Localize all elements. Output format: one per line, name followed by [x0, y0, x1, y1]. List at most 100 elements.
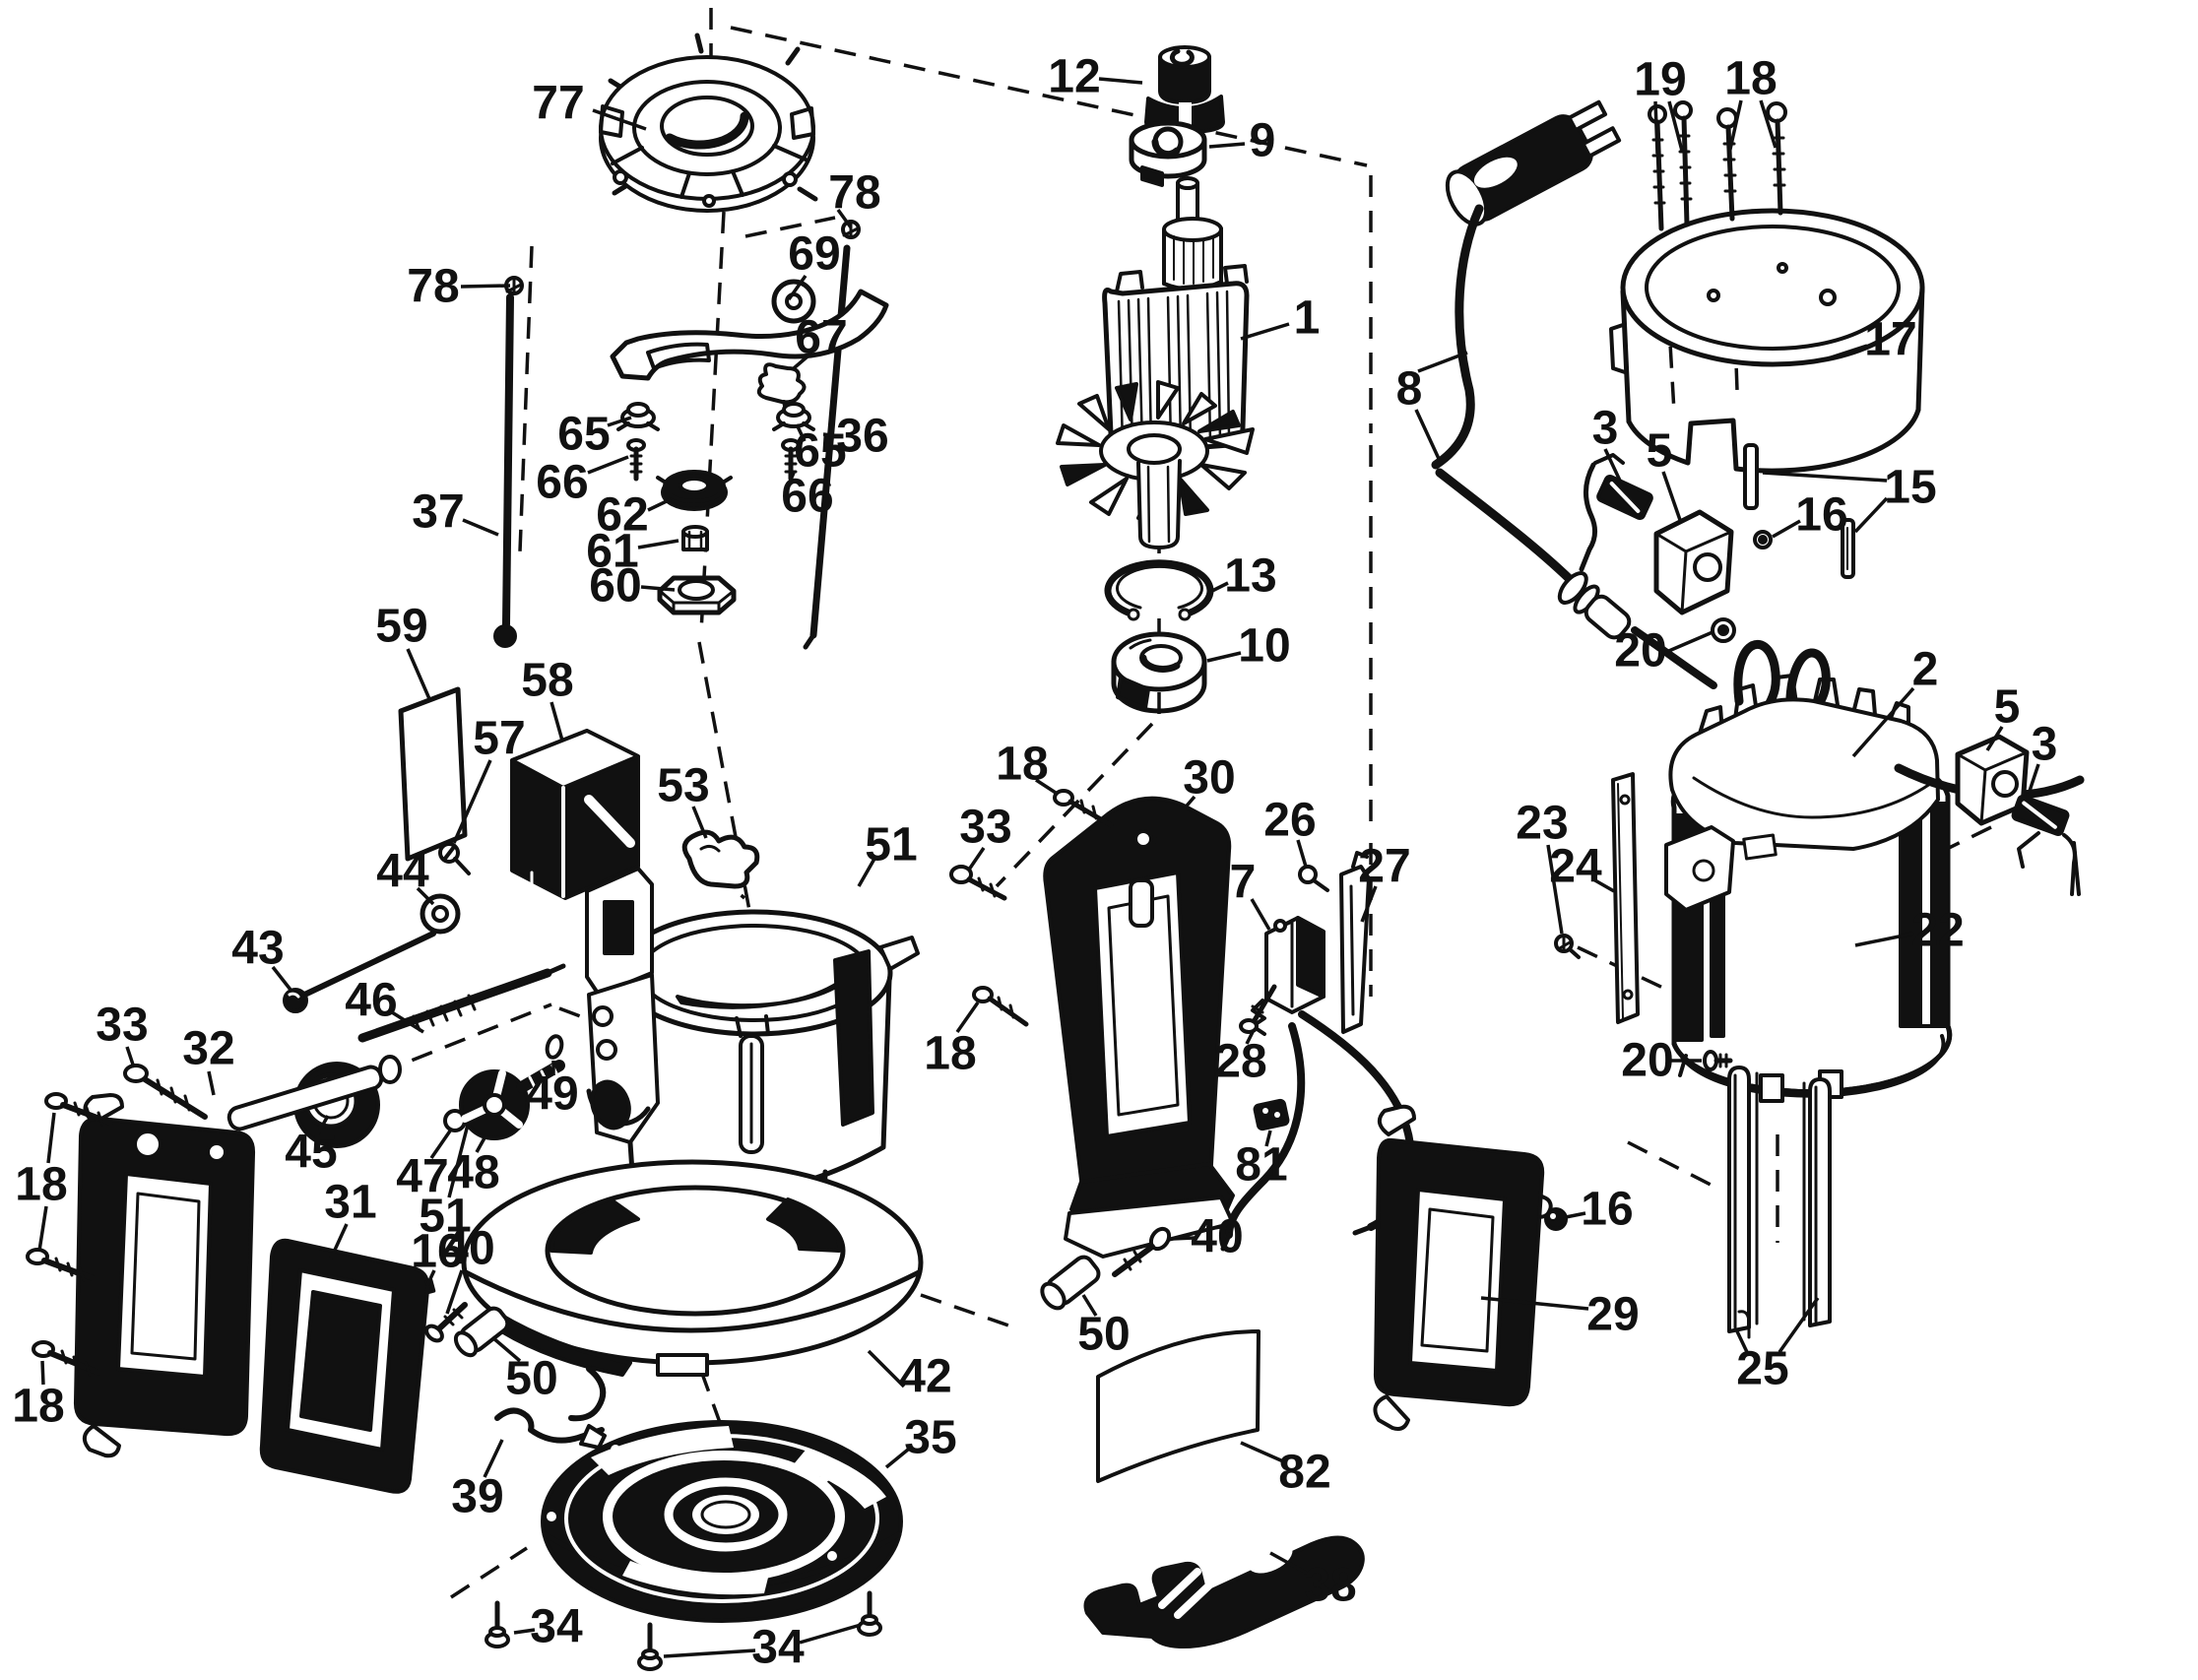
part-18-screw-mid-center	[972, 986, 1029, 1027]
leader-line-16	[1772, 519, 1801, 539]
part-label-40: 40	[442, 1223, 494, 1275]
leader-line-19	[1667, 100, 1684, 152]
leader-line-48	[475, 1133, 488, 1153]
part-label-3: 3	[1592, 403, 1619, 455]
leader-line-45	[316, 1115, 330, 1134]
part-label-34: 34	[751, 1622, 805, 1674]
leader-line-32	[207, 1070, 216, 1096]
leader-line-67	[792, 355, 809, 370]
leader-line-15	[1762, 471, 1888, 483]
part-59-label-plate	[398, 686, 468, 862]
part-label-26: 26	[1263, 795, 1316, 847]
leader-line-34	[663, 1648, 756, 1658]
part-label-49: 49	[526, 1068, 578, 1121]
part-label-57: 57	[473, 713, 525, 765]
part-3-brush-right	[2011, 794, 2081, 896]
part-34-screws	[485, 1590, 882, 1671]
part-label-51: 51	[865, 819, 917, 872]
part-15-pins	[1743, 443, 1855, 579]
part-35-sub-base	[541, 1420, 903, 1623]
part-label-81: 81	[1235, 1139, 1287, 1192]
part-16-screw-top-right	[1753, 530, 1773, 549]
part-42-base-housing	[461, 867, 924, 1377]
part-label-27: 27	[1358, 841, 1410, 893]
part-label-18: 18	[15, 1159, 67, 1211]
part-8-cord-set	[1431, 99, 1717, 689]
leader-line-18	[1759, 99, 1778, 149]
part-label-29: 29	[1586, 1289, 1639, 1341]
part-label-13: 13	[1224, 550, 1276, 603]
leader-line-77	[592, 108, 647, 131]
part-label-78: 78	[407, 261, 459, 313]
part-20-screw-bottom	[1703, 1050, 1733, 1071]
leader-line-7	[1250, 898, 1271, 931]
part-31-handle-cap	[259, 1238, 430, 1494]
leader-line-61	[637, 539, 679, 549]
part-label-18: 18	[12, 1381, 64, 1433]
part-48-clamp-knob	[459, 1060, 565, 1140]
part-label-1: 1	[1294, 292, 1321, 345]
part-66-screw-right	[781, 438, 801, 482]
part-10-bearing-bottom	[1111, 631, 1207, 714]
part-label-20: 20	[1614, 625, 1666, 678]
leader-line-18	[46, 1112, 56, 1164]
part-12-collet-nut	[1144, 45, 1225, 134]
part-77-mounting-ring	[599, 32, 818, 213]
part-label-38: 38	[1304, 1560, 1356, 1612]
leader-line-51	[447, 1124, 470, 1198]
leader-line-3	[2027, 763, 2040, 795]
part-label-51: 51	[419, 1191, 471, 1243]
leader-line-46	[391, 1010, 424, 1034]
part-9-bearing-top	[1129, 120, 1207, 187]
part-37-guide-rod	[493, 293, 517, 648]
part-label-16: 16	[1795, 489, 1847, 542]
part-18-screws-left	[26, 1092, 113, 1377]
part-23-screw	[1554, 934, 1581, 959]
part-25-guide-rods	[1727, 1066, 1832, 1339]
leader-line-82	[1240, 1441, 1284, 1463]
leader-line-1	[1240, 322, 1290, 341]
leader-line-18	[40, 1360, 45, 1386]
leader-line-53	[691, 806, 708, 839]
part-57-screw	[438, 842, 471, 875]
part-label-46: 46	[345, 975, 397, 1027]
part-label-65: 65	[794, 425, 846, 478]
part-18-screw-top-center	[1053, 789, 1114, 828]
leader-line-26	[1296, 839, 1308, 868]
leader-line-27	[1360, 885, 1378, 923]
leader-line-5	[1985, 726, 2004, 751]
part-label-15: 15	[1884, 462, 1936, 514]
part-label-18: 18	[996, 739, 1048, 791]
part-label-43: 43	[231, 923, 284, 975]
part-40-screw-center	[1112, 1226, 1172, 1277]
part-label-30: 30	[1183, 752, 1235, 805]
part-label-39: 39	[451, 1471, 503, 1523]
part-label-78: 78	[828, 167, 880, 220]
leader-line-16	[1565, 1211, 1586, 1219]
part-label-2: 2	[1912, 644, 1939, 696]
leader-line-47	[429, 1129, 453, 1159]
leader-line-29	[1480, 1296, 1589, 1311]
part-46-adjust-screw	[357, 963, 566, 1043]
part-label-65: 65	[557, 409, 610, 461]
part-53-clip	[681, 829, 760, 889]
leader-line-30	[1152, 795, 1196, 845]
leader-line-62	[647, 497, 672, 512]
part-3-brush-left	[1579, 453, 1653, 572]
leader-line-18	[1035, 778, 1057, 795]
leader-line-40	[1171, 1236, 1196, 1241]
leader-line-65	[795, 423, 807, 442]
part-label-53: 53	[657, 760, 709, 812]
leader-line-13	[1211, 581, 1229, 593]
leader-line-19	[1653, 100, 1659, 155]
part-30-handle-support	[1043, 796, 1235, 1259]
part-49-pin	[545, 1034, 564, 1060]
leader-line-10	[1206, 651, 1242, 663]
part-62-lock-nut	[656, 470, 733, 511]
leader-line-20	[1663, 630, 1713, 655]
part-label-9: 9	[1250, 115, 1276, 167]
leader-line-66	[587, 455, 629, 475]
part-label-37: 37	[412, 486, 464, 539]
leader-line-34	[799, 1623, 862, 1645]
